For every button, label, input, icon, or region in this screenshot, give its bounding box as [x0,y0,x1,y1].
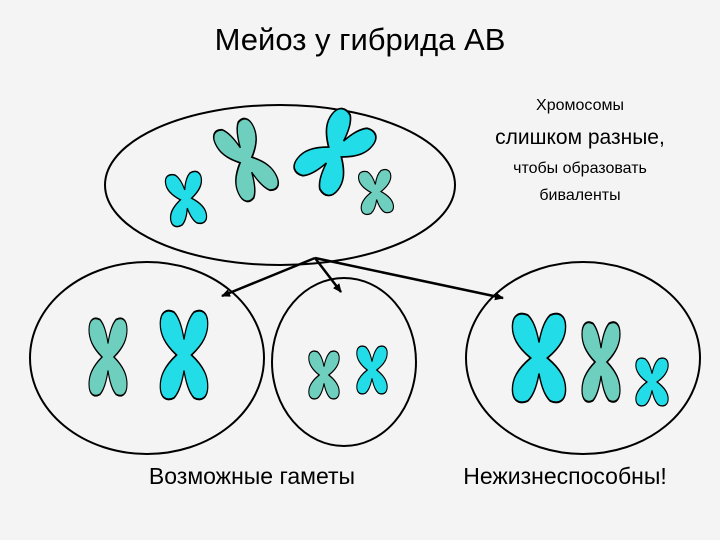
slide-title: Мейоз у гибрида АВ [214,22,506,57]
chromosome [159,309,209,401]
chromosome [88,317,128,397]
chromosome [511,312,567,404]
arrow-to-left-gamete [221,256,316,298]
arrow-to-right-gamete [314,256,504,301]
arrow-to-middle-gamete [314,257,342,293]
note-line-4: биваленты [539,187,621,204]
chromosome [164,170,208,228]
gamete-cell-right [465,261,701,455]
parent-cell [104,104,456,266]
chromosome [213,117,279,203]
chromosome [356,345,388,395]
chromosome [293,107,377,197]
note-line-2: слишком разные, [495,126,665,149]
chromosome [581,321,621,403]
gamete-cell-middle [271,277,417,447]
note-line-1: Хромосомы [536,97,624,114]
inviable-label: Нежизнеспособны! [463,463,667,489]
chromosome [358,168,394,216]
chromosome [635,357,669,407]
gametes-label: Возможные гаметы [148,463,356,489]
chromosome [308,350,340,400]
note-line-3: чтобы образовать [513,160,647,177]
gamete-cell-left [29,261,265,455]
